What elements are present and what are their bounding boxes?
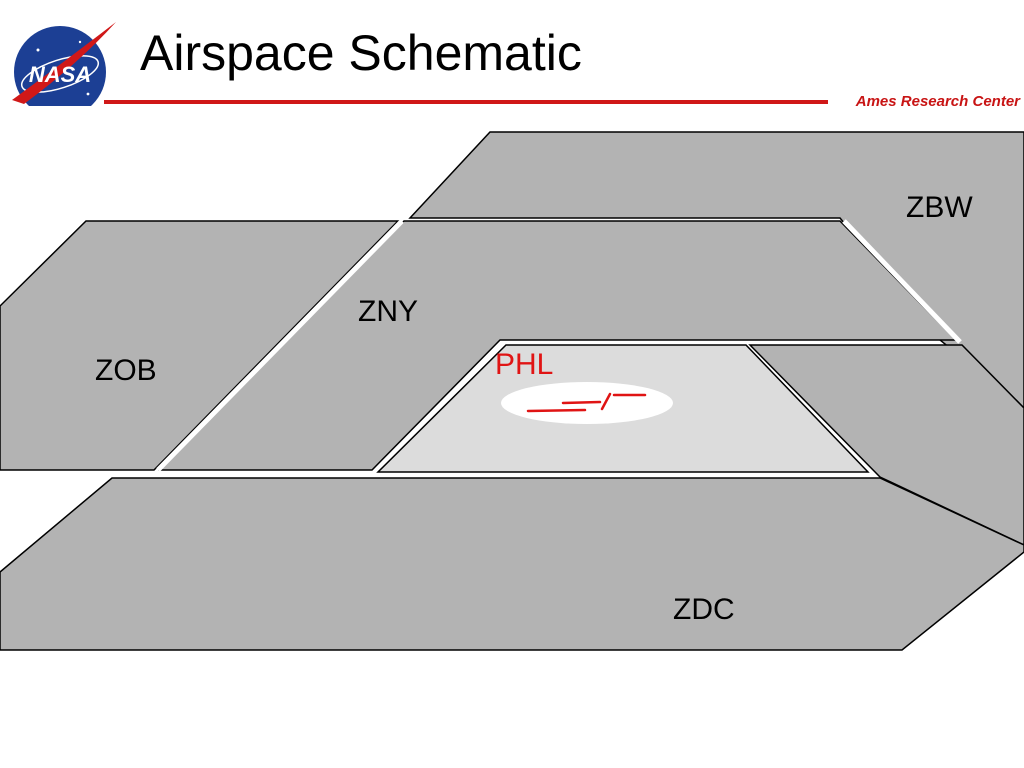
sector-zob: [0, 220, 400, 471]
zone-label-zdc: ZDC: [673, 593, 735, 626]
nasa-logo-icon: NASA: [12, 22, 116, 106]
header-divider: [104, 100, 828, 104]
zone-label-zob: ZOB: [95, 354, 157, 387]
sector-zbw-south: [748, 344, 1024, 546]
nasa-logo-text: NASA: [29, 62, 91, 87]
org-name: Ames Research Center: [855, 93, 1020, 110]
page-title: Airspace Schematic: [140, 25, 582, 81]
sector-gap: [156, 219, 404, 472]
zone-label-zbw: ZBW: [906, 191, 973, 224]
zone-label-phl: PHL: [495, 348, 553, 381]
runway-icon: [526, 392, 647, 413]
sector-zdc: [0, 477, 1024, 651]
sector-gap: [842, 219, 962, 344]
zone-label-zny: ZNY: [358, 295, 418, 328]
phl-airport: [501, 382, 673, 424]
